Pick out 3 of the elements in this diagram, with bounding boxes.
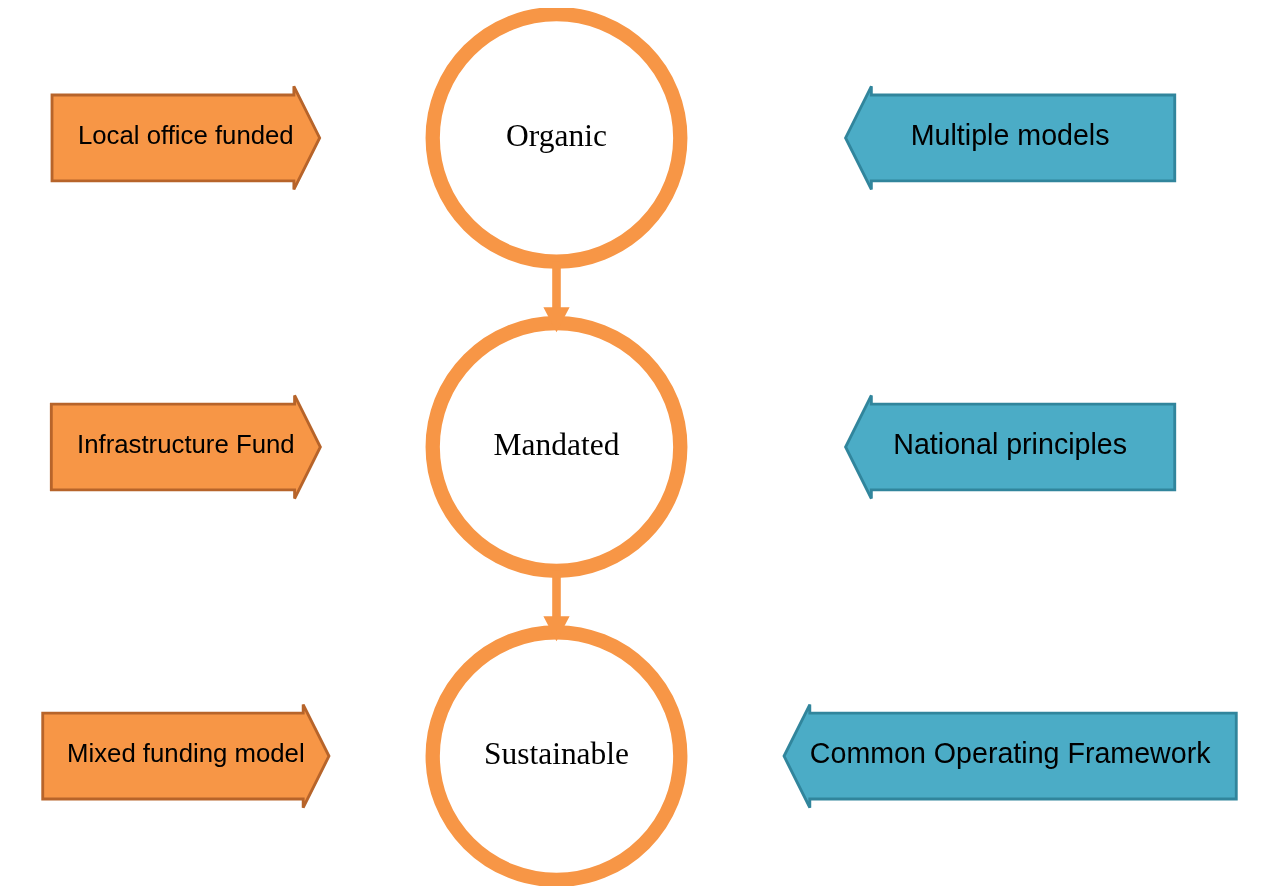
node-circle: Mandated bbox=[425, 316, 687, 578]
node-circle: Sustainable bbox=[425, 625, 687, 886]
node-circle: Organic bbox=[425, 8, 687, 269]
